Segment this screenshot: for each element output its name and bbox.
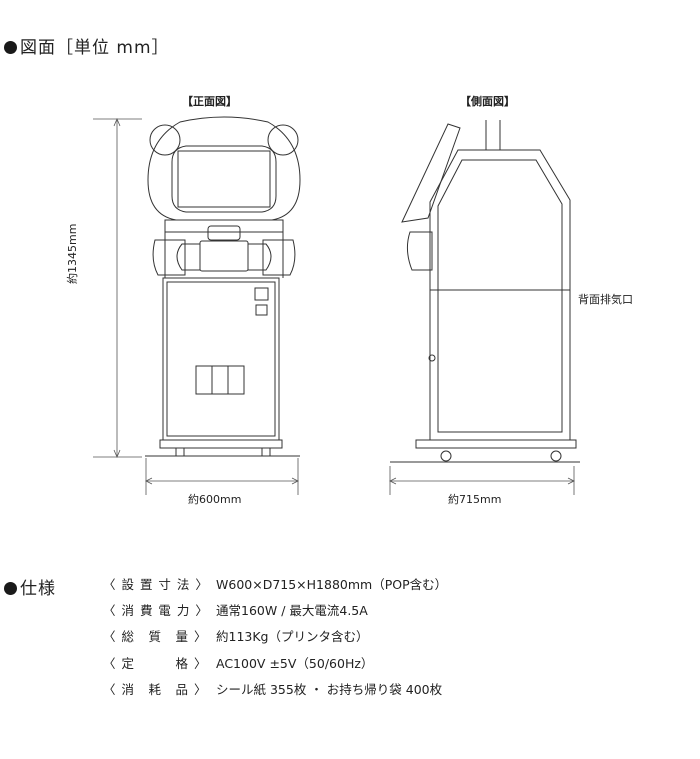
spec-value: AC100V ±5V（50/60Hz） <box>216 656 374 671</box>
side-body <box>429 149 571 441</box>
bullet-icon <box>4 41 17 54</box>
head-outline <box>147 116 301 221</box>
pop-sign <box>401 123 461 223</box>
spec-value: シール紙 355枚 ・ お持ち帰り袋 400枚 <box>216 682 443 697</box>
side-caster-right <box>550 450 562 462</box>
side-body-inner <box>437 159 563 433</box>
front-view <box>145 116 301 457</box>
dimension-lines <box>93 117 575 495</box>
cabinet-body <box>162 277 280 441</box>
left-arm <box>152 239 186 276</box>
width-dimension: 約600mm <box>188 493 242 506</box>
height-dimension: 約1345mm <box>66 223 79 284</box>
depth-dimension: 約715mm <box>448 493 502 506</box>
spec-key: 〈 消 費 電 力 〉 <box>103 603 209 618</box>
spec-row-dimensions: 〈 設 置 寸 法 〉 W600×D715×H1880mm（POP含む） <box>103 574 447 593</box>
left-ear-shape <box>149 124 181 156</box>
coin-return <box>255 304 268 316</box>
spec-row-power: 〈 消 費 電 力 〉通常160W / 最大電流4.5A <box>103 600 368 619</box>
side-view-label: 【側面図】 <box>460 95 515 108</box>
spec-key: 〈 設 置 寸 法 〉 <box>103 577 209 592</box>
front-caster-left <box>175 447 185 457</box>
spec-key: 〈 消 耗 品 〉 <box>103 682 208 697</box>
cabinet-base <box>159 439 283 449</box>
spec-value: 約113Kg（プリンタ含む） <box>216 629 369 644</box>
console-top <box>207 225 241 241</box>
side-handle <box>406 231 433 271</box>
exhaust-vent-label: 背面排気口 <box>578 293 633 306</box>
cabinet-inner <box>166 281 276 437</box>
left-paw <box>176 243 201 271</box>
side-base <box>415 439 577 449</box>
specs-title: 仕様 <box>4 574 56 599</box>
spec-value: 通常160W / 最大電流4.5A <box>216 603 368 618</box>
console-screen <box>199 240 249 272</box>
spec-key: 〈 定 格 〉 <box>103 656 208 671</box>
screen-frame <box>171 145 277 213</box>
drawing-title: 図面［単位 mm］ <box>4 33 170 58</box>
front-view-label: 【正面図】 <box>182 95 237 108</box>
spec-row-weight: 〈 総 質 量 〉約113Kg（プリンタ含む） <box>103 626 369 645</box>
spec-row-consumables: 〈 消 耗 品 〉シール紙 355枚 ・ お持ち帰り袋 400枚 <box>103 679 442 698</box>
right-paw <box>247 243 272 271</box>
front-caster-right <box>261 447 271 457</box>
right-arm <box>262 239 296 276</box>
print-outlet <box>195 365 245 395</box>
spec-value: W600×D715×H1880mm（POP含む） <box>216 577 448 592</box>
side-lock <box>428 354 436 362</box>
main-screen <box>177 150 271 208</box>
coin-insert <box>254 287 269 301</box>
right-ear-shape <box>267 124 299 156</box>
bullet-icon <box>4 582 17 595</box>
side-view <box>390 120 580 463</box>
side-caster-left <box>440 450 452 462</box>
spec-key: 〈 総 質 量 〉 <box>103 629 208 644</box>
spec-row-rating: 〈 定 格 〉 AC100V ±5V（50/60Hz） <box>103 653 373 672</box>
